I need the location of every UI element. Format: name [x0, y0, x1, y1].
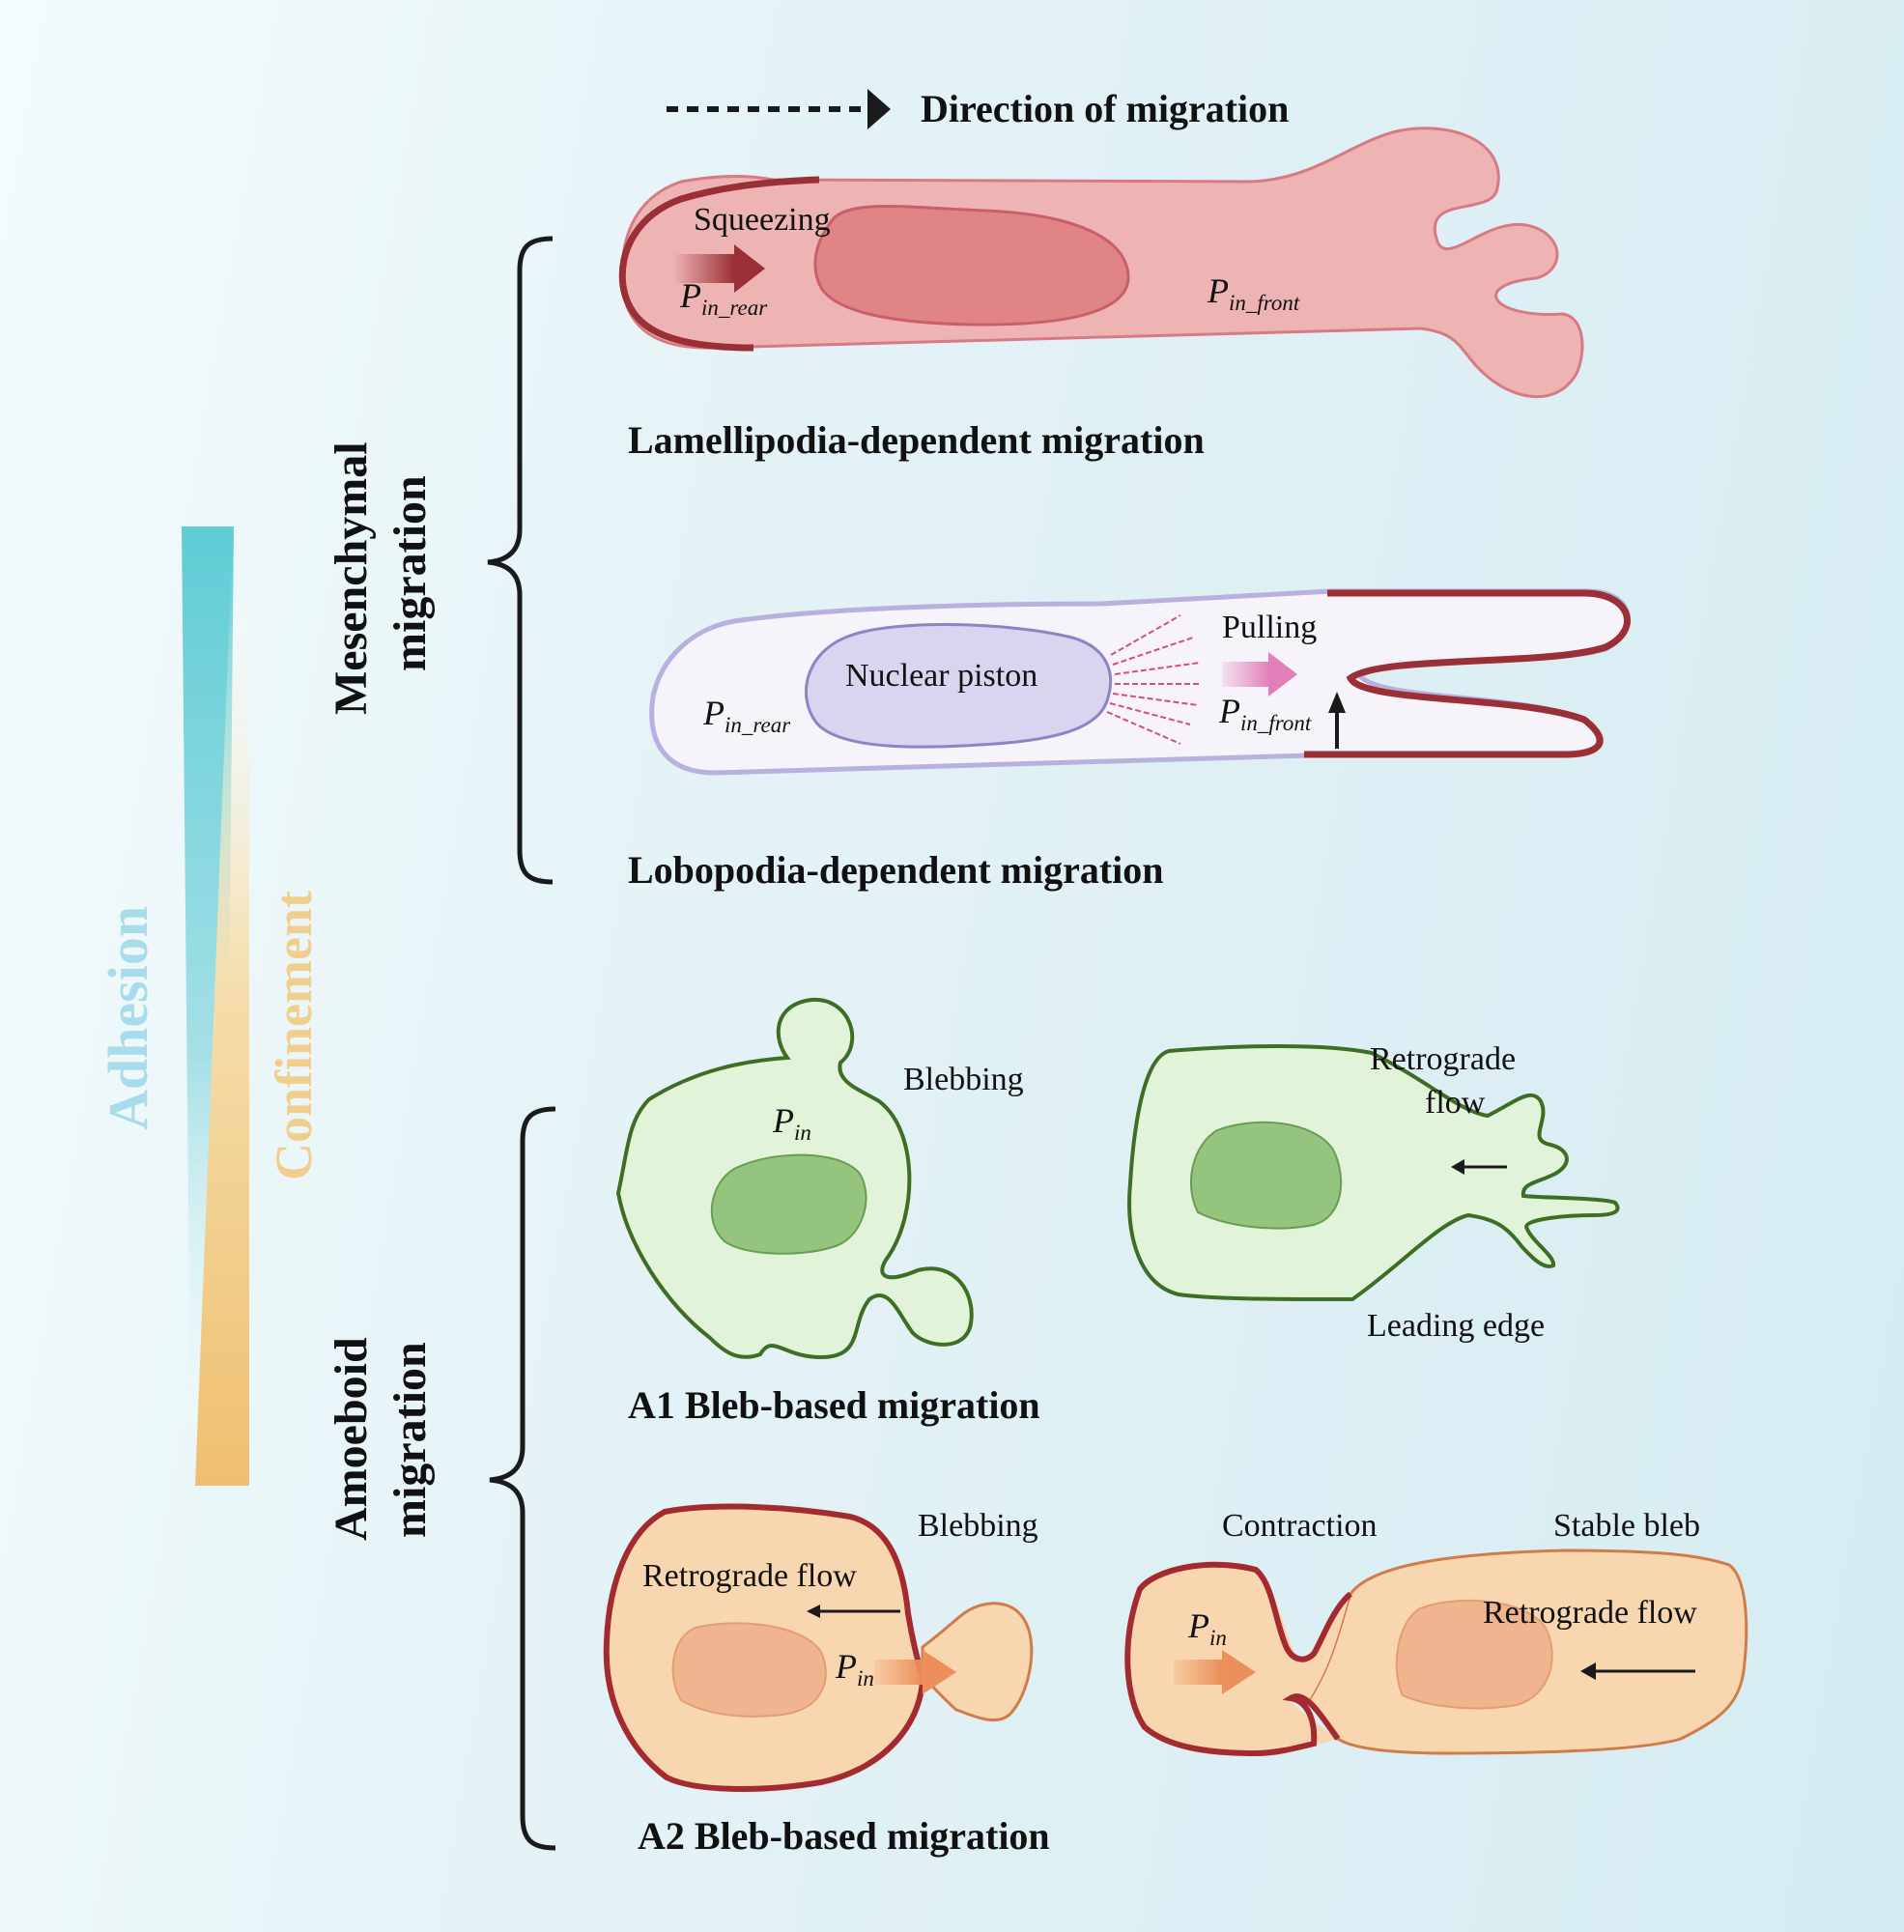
pulling-force-lines	[1106, 614, 1202, 745]
a2-contraction-label: Contraction	[1222, 1508, 1378, 1544]
pulling-arrow-head-icon	[1268, 652, 1297, 696]
a2-p-in: Pin	[835, 1647, 874, 1690]
a1-blebbing-label: Blebbing	[903, 1062, 1024, 1097]
lobopodia-title: Lobopodia-dependent migration	[628, 848, 1164, 892]
amoeboid-brace	[489, 1106, 556, 1851]
a2-right-retrograde-arrow-head-icon	[1580, 1662, 1596, 1680]
confinement-label: Confinement	[265, 891, 323, 1180]
a2-right-p-in: Pin	[1187, 1606, 1227, 1650]
a1-title: A1 Bleb-based migration	[628, 1383, 1040, 1427]
a2-p-in-arrow-shaft	[874, 1660, 923, 1685]
a2-right-p-in-arrow-head-icon	[1222, 1650, 1256, 1694]
a2-right-retrograde-label: Retrograde flow	[1483, 1595, 1697, 1631]
lobopodia-front-cortex	[1304, 589, 1631, 758]
a2-contraction-rear-body	[1127, 1565, 1350, 1753]
a1-bleb-nucleus	[710, 1153, 867, 1255]
a2-title: A2 Bleb-based migration	[638, 1814, 1050, 1858]
a1-p-in: Pin	[772, 1101, 811, 1145]
squeezing-arrow-shaft	[673, 254, 735, 283]
a1-leading-edge-label: Leading edge	[1367, 1308, 1545, 1344]
a2-retrograde-arrow-head-icon	[807, 1605, 820, 1618]
lobopodia-cell-body	[649, 588, 1631, 776]
a2-right-p-in-arrow-shaft	[1174, 1660, 1222, 1685]
amoeboid-label-line1: Amoeboid	[326, 1337, 377, 1541]
a2-stable-bleb-cell: Contraction Stable bleb Retrograde flow …	[1124, 1508, 1748, 1757]
a2-bleb-nucleus	[671, 1622, 827, 1718]
pulling-arrow-shaft	[1222, 662, 1270, 687]
a2-contraction-cortex	[1124, 1561, 1353, 1757]
adhesion-label: Adhesion	[97, 906, 159, 1130]
mesenchymal-label-line2: migration	[384, 475, 436, 671]
a1-retrograde-label-line1: Retrograde	[1370, 1041, 1516, 1077]
a1-retrograde-label-line2: flow	[1425, 1085, 1486, 1121]
a2-blebbing-label: Blebbing	[918, 1508, 1038, 1544]
lamellipodia-rear-cortex	[618, 176, 820, 352]
lobopodia-p-front: Pin_front	[1218, 692, 1312, 735]
gradient-bars: Adhesion Confinement	[97, 526, 323, 1492]
lobopodia-cell: Nuclear piston Pulling Pin_rear Pin_fron…	[649, 588, 1631, 776]
arrow-head-icon	[867, 89, 891, 129]
lobopodia-nucleus	[805, 622, 1113, 749]
a2-stable-bleb-label: Stable bleb	[1553, 1508, 1700, 1544]
squeezing-arrow-head-icon	[734, 244, 765, 293]
direction-legend: Direction of migration	[667, 87, 1289, 130]
amoeboid-label-line2: migration	[384, 1342, 436, 1538]
lobopodia-p-rear: Pin_rear	[702, 694, 791, 737]
confinement-bar	[195, 555, 249, 1486]
lamellipodia-cell: Squeezing Pin_rear Pin_front	[618, 127, 1584, 399]
a2-bleb-cell: Retrograde flow Blebbing Pin	[603, 1503, 1038, 1792]
nuclear-piston-label: Nuclear piston	[845, 658, 1037, 694]
pulling-label: Pulling	[1222, 610, 1317, 645]
lamellipodia-nucleus	[813, 205, 1130, 327]
mesenchymal-label-line1: Mesenchymal	[326, 441, 377, 715]
a1-retrograde-arrow-head-icon	[1451, 1159, 1464, 1175]
mesenchymal-brace	[487, 236, 554, 885]
a1-leading-edge-nucleus	[1190, 1121, 1343, 1230]
a1-bleb-cell: Pin Blebbing	[615, 997, 1024, 1360]
direction-label: Direction of migration	[921, 87, 1289, 130]
a2-stable-bleb-nucleus	[1395, 1599, 1553, 1710]
a2-p-in-arrow-head-icon	[923, 1650, 956, 1694]
lamellipodia-p-front: Pin_front	[1207, 271, 1300, 315]
a1-leading-edge-cell-body	[1127, 1044, 1620, 1301]
a2-retrograde-label: Retrograde flow	[642, 1558, 857, 1594]
lamellipodia-title: Lamellipodia-dependent migration	[628, 418, 1205, 462]
a2-bleb-bud	[921, 1602, 1034, 1721]
pressure-arrow-head-icon	[1328, 692, 1346, 713]
a1-leading-edge-cell: Retrograde flow Leading edge	[1127, 1041, 1620, 1344]
lamellipodia-p-rear: Pin_rear	[679, 276, 768, 320]
squeezing-label: Squeezing	[694, 202, 831, 238]
